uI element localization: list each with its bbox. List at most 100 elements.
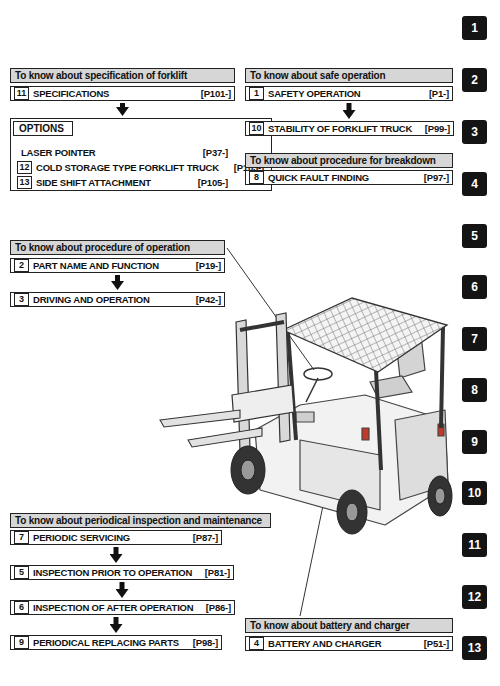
page-reference: [P87-] (187, 532, 218, 543)
overhead-guard (441, 327, 443, 428)
chapter-box: 8 QUICK FAULT FINDING [P97-] (245, 170, 453, 185)
chapter-title: DRIVING AND OPERATION (33, 294, 150, 305)
label-text: To know about procedure for breakdown (250, 155, 436, 166)
mast (276, 313, 290, 442)
label-text: 11 (468, 538, 481, 552)
chapter-box: 10STABILITY OF FORKLIFT TRUCK[P99-] (245, 121, 454, 136)
chapter-number: 12 (17, 161, 32, 174)
page-reference: [P97-] (418, 172, 449, 183)
chapter-number: 10 (249, 122, 264, 135)
chapter-number: 11 (14, 87, 29, 100)
wheels (241, 460, 255, 480)
chapter-title: SAFETY OPERATION (268, 88, 361, 99)
forks (160, 410, 262, 447)
chapter-box: 2 PART NAME AND FUNCTION [P19-] (10, 258, 225, 273)
chapter-number: 13 (17, 176, 32, 189)
page-reference: [P1-] (423, 88, 449, 99)
steering-wheel (304, 368, 332, 380)
label-text: To know about safe operation (250, 70, 385, 81)
label-text: 8 (471, 383, 478, 397)
chapter-tab: 13 (462, 636, 487, 660)
chapter-title: SIDE SHIFT ATTACHMENT (36, 177, 151, 188)
forks (160, 410, 240, 427)
chapter-title: SPECIFICATIONS (33, 88, 109, 99)
label-text: 12 (468, 590, 481, 604)
wheels (428, 476, 452, 516)
overhead-guard (376, 370, 381, 470)
page-reference: [P99-] (419, 123, 450, 134)
page-reference: [P98-] (187, 637, 218, 648)
chapter-number: 9 (14, 636, 29, 649)
chapter-tab: 2 (462, 68, 487, 92)
chapter-tab: 9 (462, 430, 487, 454)
flow-arrow (114, 617, 119, 624)
option-item: LASER POINTER[P37-] (14, 145, 231, 159)
overhead-guard (283, 298, 447, 470)
chapter-number: 7 (14, 531, 29, 544)
chapter-box: 7 PERIODIC SERVICING [P87-] (10, 530, 222, 545)
chapter-box: 5INSPECTION PRIOR TO OPERATION[P81-] (10, 565, 234, 580)
section-header: To know about safe operation (245, 68, 453, 83)
label-text: 7 (471, 332, 478, 346)
label-text: To know about periodical inspection and … (15, 515, 262, 526)
chapter-box: 11 SPECIFICATIONS [P101-] (10, 86, 235, 101)
chapter-tab: 12 (462, 585, 487, 609)
section-header: To know about procedure for breakdown (245, 153, 453, 168)
chapter-title: INSPECTION OF AFTER OPERATION (33, 602, 193, 613)
page-reference: [P51-] (418, 638, 449, 649)
chapter-number: 6 (14, 601, 29, 614)
options-box: OPTIONS LASER POINTER[P37-]12COLD STORAGE… (10, 118, 272, 191)
steering-wheel (304, 368, 332, 402)
flow-arrow (120, 582, 125, 589)
chapter-number: 2 (14, 259, 29, 272)
chapter-tab: 10 (462, 481, 487, 505)
chapter-box: 3 DRIVING AND OPERATION [P42-] (10, 292, 225, 307)
wheels (231, 446, 265, 494)
chapter-box: 4BATTERY AND CHARGER[P51-] (245, 636, 453, 651)
label-text: To know about specification of forklift (15, 70, 187, 81)
label-text: 3 (471, 125, 478, 139)
page-reference: [P42-] (190, 294, 221, 305)
label-text: 2 (471, 73, 478, 87)
forklift-body (362, 428, 369, 440)
label-text: 4 (471, 177, 478, 191)
forklift-body (296, 412, 314, 422)
chapter-title: INSPECTION PRIOR TO OPERATION (33, 567, 192, 578)
page-reference: [P19-] (190, 260, 221, 271)
flow-arrow (120, 103, 125, 107)
label-text: 13 (468, 641, 481, 655)
chapter-number: 5 (14, 566, 29, 579)
page-reference: [P105-] (192, 177, 228, 188)
chapter-tab: 3 (462, 120, 487, 144)
page-reference: [P37-] (197, 147, 228, 158)
chapter-title: BATTERY AND CHARGER (268, 638, 381, 649)
steering-wheel (306, 378, 318, 402)
chapter-tab: 8 (462, 378, 487, 402)
chapter-title: QUICK FAULT FINDING (268, 172, 369, 183)
chapter-number: 8 (249, 171, 264, 184)
label-text: To know about procedure of operation (15, 242, 190, 253)
chapter-title: PERIODIC SERVICING (33, 532, 130, 543)
overhead-guard (283, 298, 447, 372)
chapter-box: 6INSPECTION OF AFTER OPERATION[P86-] (10, 600, 235, 615)
label-text: To know about battery and charger (250, 620, 409, 631)
chapter-tab: 11 (462, 533, 487, 557)
mast (240, 322, 284, 330)
flow-arrow (114, 547, 119, 554)
label-text: 10 (468, 486, 481, 500)
chapter-box: 1 SAFETY OPERATION [P1-] (245, 86, 453, 101)
label-text: 6 (471, 280, 478, 294)
chapter-number: 1 (249, 87, 264, 100)
chapter-number: 3 (14, 293, 29, 306)
chapter-tab: 5 (462, 224, 487, 248)
options-title: OPTIONS (13, 121, 73, 136)
mast (232, 385, 294, 422)
chapter-title: PART NAME AND FUNCTION (33, 260, 159, 271)
forks (188, 428, 262, 447)
page-reference: [P101-] (195, 88, 231, 99)
chapter-tab: 1 (462, 16, 487, 40)
option-item: 12COLD STORAGE TYPE FORKLIFT TRUCK[P103-… (14, 160, 267, 174)
